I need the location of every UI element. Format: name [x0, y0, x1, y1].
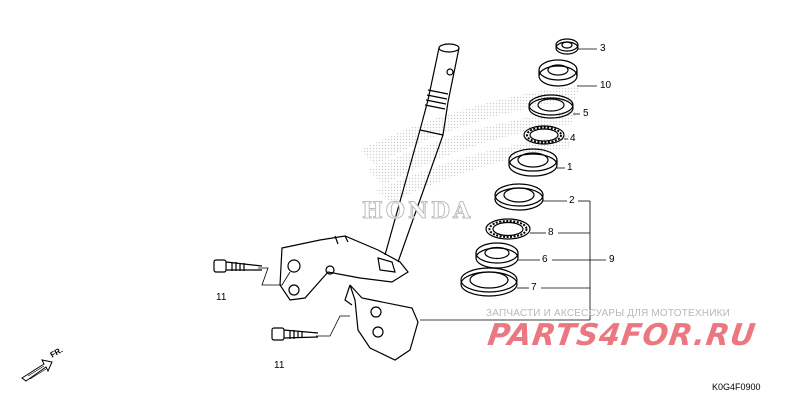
bolt-11-lower	[271, 327, 319, 341]
part-8-bearing	[485, 218, 531, 240]
honda-brand-watermark: HONDA	[361, 198, 474, 225]
label-part-3: 3	[600, 43, 606, 54]
part-2-race	[494, 183, 544, 211]
label-part-1: 1	[567, 162, 573, 173]
watermark-logo: PARTS4FOR.RU	[485, 318, 759, 353]
steering-stem	[384, 43, 460, 263]
part-7-seal	[460, 267, 518, 297]
bolt-11-upper	[213, 259, 263, 273]
part-3-nut	[555, 38, 579, 55]
label-part-7: 7	[531, 282, 537, 293]
diagram-code: K0G4F0900	[712, 382, 761, 392]
stem-bracket	[279, 235, 409, 301]
label-part-6: 6	[542, 254, 548, 265]
label-part-8: 8	[548, 227, 554, 238]
part-6-seal	[475, 242, 519, 269]
label-part-11-lower: 11	[274, 360, 285, 371]
label-part-4: 4	[570, 133, 576, 144]
front-direction-arrow	[21, 359, 53, 382]
part-5-race	[528, 94, 574, 119]
label-part-10: 10	[600, 80, 612, 91]
leader-lines	[420, 48, 606, 321]
watermark-tagline: ЗАПЧАСТИ И АКСЕССУАРЫ ДЛЯ МОТОТЕХНИКИ	[486, 308, 731, 319]
part-10-nut	[538, 59, 578, 87]
label-part-11-upper: 11	[216, 292, 227, 303]
part-1-race	[508, 148, 558, 177]
label-part-2: 2	[569, 195, 575, 206]
label-part-9: 9	[609, 254, 615, 265]
part-4-bearing	[523, 125, 565, 145]
stem-lower-arm	[344, 284, 419, 361]
label-part-5: 5	[583, 108, 589, 119]
